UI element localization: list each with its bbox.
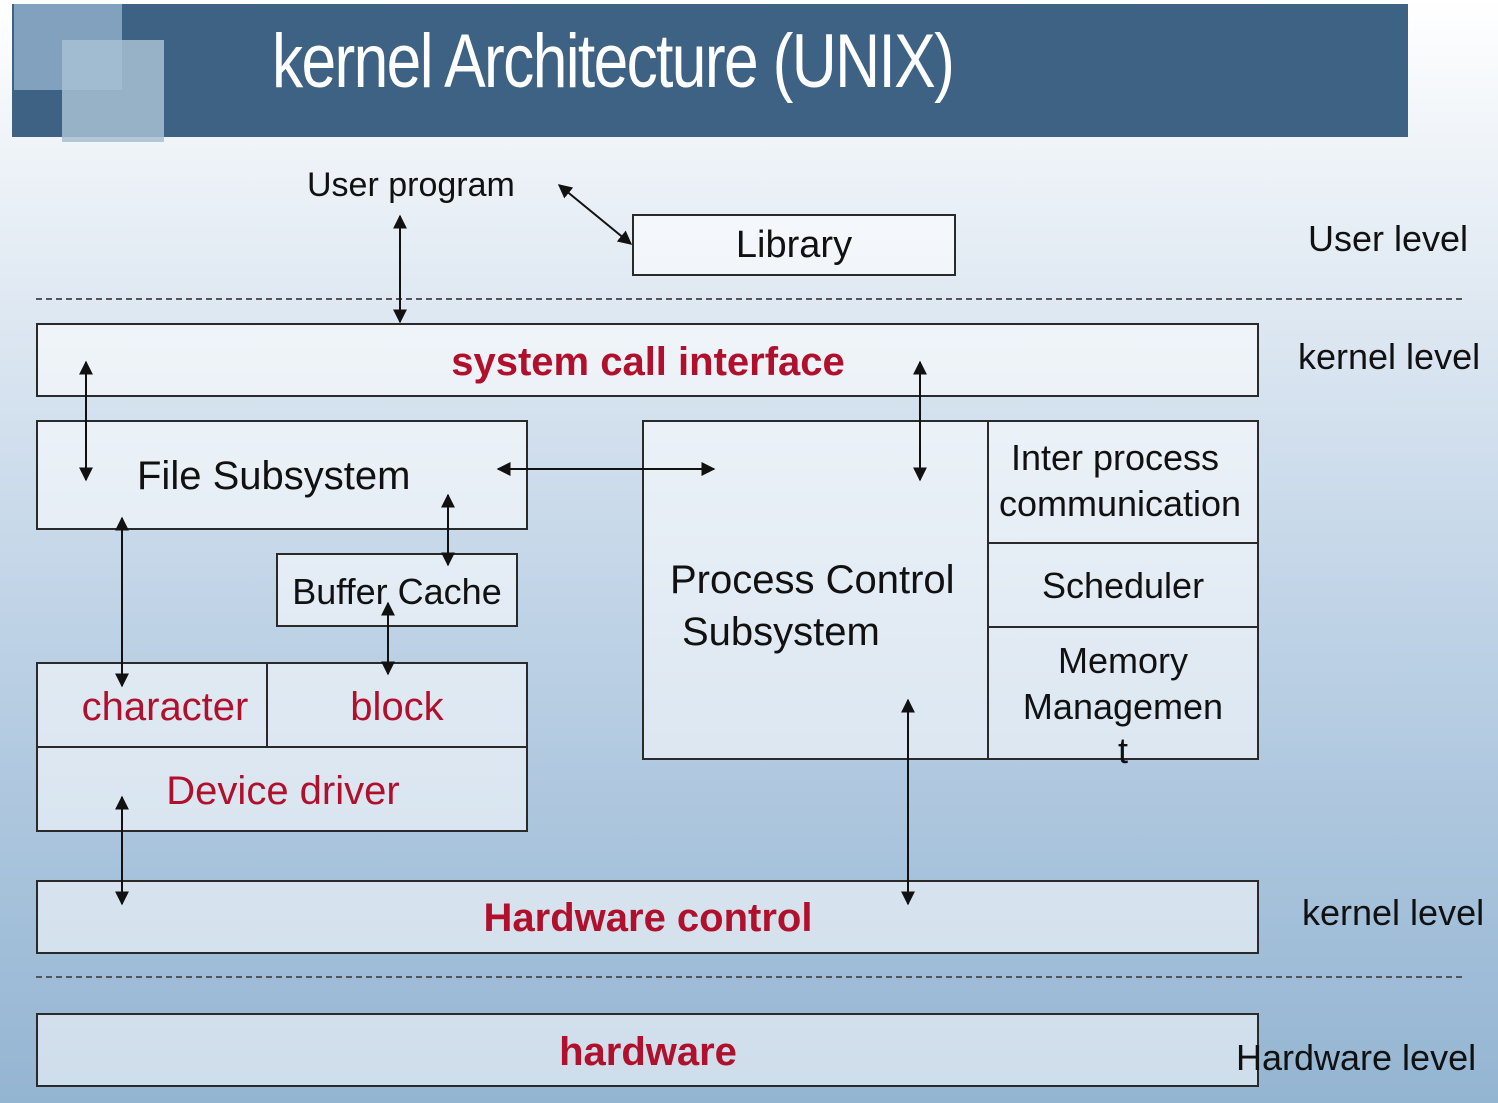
- user-program-label: User program: [307, 166, 515, 204]
- process-control-label-line2: Subsystem: [682, 610, 880, 654]
- device-driver-label: Device driver: [166, 769, 400, 813]
- hardware-control-box: [36, 880, 1259, 954]
- buffer-cache-box: [276, 553, 518, 627]
- block-label: block: [350, 685, 444, 729]
- user-kernel-separator: [36, 298, 1462, 300]
- ipc-label-line2: communication: [998, 483, 1242, 524]
- memory-management-label-line3: t: [1117, 730, 1129, 771]
- title-bar: [12, 4, 1408, 137]
- user-level-label: User level: [1308, 218, 1469, 259]
- hardware-box: [36, 1013, 1259, 1087]
- character-label: character: [81, 685, 249, 729]
- memory-management-box: [987, 626, 1259, 760]
- arrow-user-program-library: [557, 184, 633, 245]
- hardware-label: hardware: [559, 1030, 737, 1074]
- process-control-label-line1: Process Control: [670, 558, 955, 602]
- kernel-level-label-top: kernel level: [1298, 336, 1481, 377]
- title-decoration-square-overlay: [62, 40, 164, 142]
- scheduler-label: Scheduler: [1041, 565, 1205, 606]
- hardware-control-label: Hardware control: [483, 896, 813, 940]
- page-title: kernel Architecture (UNIX): [272, 19, 955, 104]
- file-subsystem-label: File Subsystem: [137, 454, 411, 498]
- memory-management-label-line1: Memory: [1057, 640, 1189, 681]
- kernel-hardware-separator: [36, 976, 1462, 978]
- library-box: [632, 214, 956, 276]
- system-call-interface-box: [36, 323, 1259, 397]
- memory-management-label-line2: Managemen: [1022, 686, 1224, 727]
- ipc-box: [987, 420, 1259, 544]
- system-call-interface-label: system call interface: [451, 340, 845, 384]
- process-control-box: [642, 420, 989, 760]
- ipc-label-line1: Inter process: [1010, 437, 1220, 478]
- library-label: Library: [735, 224, 853, 266]
- buffer-cache-label: Buffer Cache: [292, 571, 502, 612]
- kernel-level-label-bottom: kernel level: [1302, 892, 1485, 933]
- hardware-level-label: Hardware level: [1236, 1037, 1477, 1078]
- block-box: [266, 662, 528, 748]
